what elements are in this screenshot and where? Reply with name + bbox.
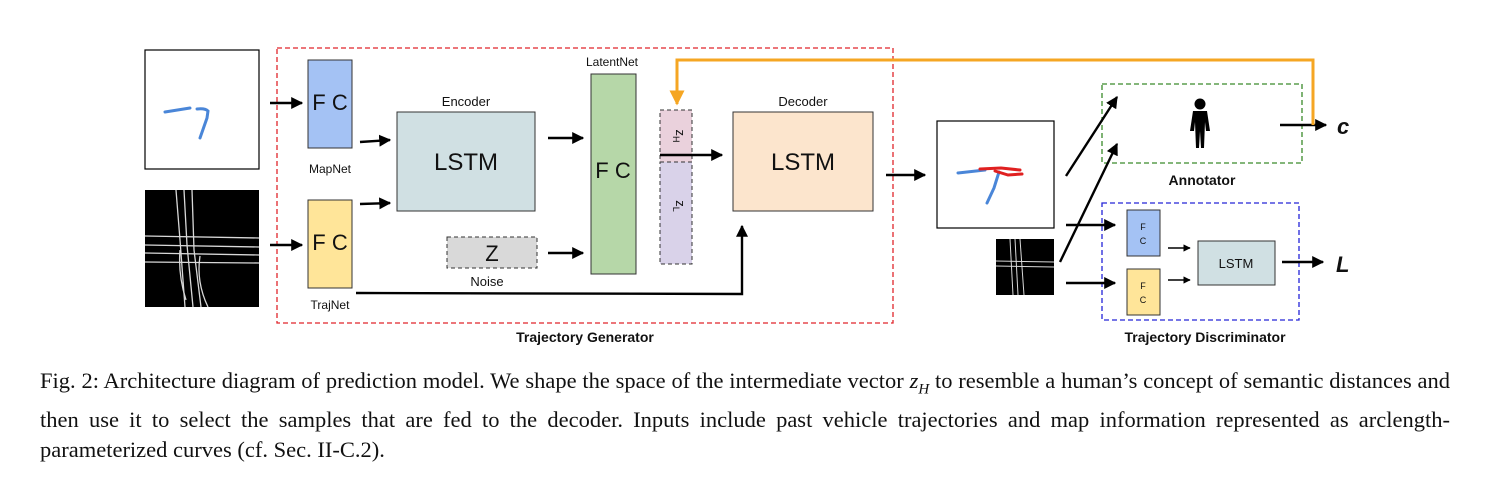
encoder-lstm-block <box>396 111 536 212</box>
caption-suffix: to resemble a human’s concept of semanti… <box>40 368 1451 462</box>
road-raster-input-image <box>144 189 260 308</box>
figure-caption: Fig. 2: Architecture diagram of predicti… <box>40 366 1450 465</box>
caption-variable: zH <box>909 368 930 398</box>
trajectory-discriminator-title: Trajectory Discriminator <box>1124 329 1286 345</box>
discriminator-output-l: L <box>1336 252 1349 277</box>
trajectory-generator-box <box>276 47 894 324</box>
map-input-image <box>144 49 260 170</box>
zh-segment <box>659 109 693 163</box>
trajectory-discriminator-box <box>1101 202 1300 321</box>
encoder-label: Encoder <box>442 94 491 109</box>
mapnet-label: MapNet <box>309 162 352 176</box>
generated-trajectory-image <box>936 120 1055 229</box>
annotator-output-c: c <box>1337 114 1349 139</box>
noise-label: Noise <box>470 274 503 289</box>
zh-label: zH <box>671 130 688 143</box>
encoder-lstm-label: LSTM <box>434 149 498 176</box>
latentnet-fc-block <box>590 73 637 275</box>
trajnet-fc-label: F C <box>312 230 348 255</box>
discriminator-raster-image <box>995 238 1055 296</box>
zl-label: zL <box>671 200 688 212</box>
discriminator-lstm-block <box>1197 240 1276 286</box>
discriminator-fc-bottom-block <box>1126 268 1161 316</box>
trajnet-fc-block <box>307 199 353 289</box>
latentnet-label: LatentNet <box>586 55 639 69</box>
annotator-box <box>1101 83 1303 164</box>
trajnet-label: TrajNet <box>311 298 351 312</box>
person-icon <box>1190 98 1210 148</box>
discriminator-lstm-label: LSTM <box>1219 256 1254 271</box>
mapnet-fc-block <box>307 59 353 149</box>
trajectory-generator-title: Trajectory Generator <box>516 329 654 345</box>
architecture-diagram: Trajectory Generator F C MapNet F C Traj… <box>144 47 1349 345</box>
connection-arrows <box>270 58 1328 296</box>
zl-segment <box>659 161 693 265</box>
decoder-label: Decoder <box>778 94 828 109</box>
discriminator-fc-top-block <box>1126 209 1161 257</box>
noise-block <box>446 236 538 269</box>
decoder-lstm-block <box>732 111 874 212</box>
decoder-lstm-label: LSTM <box>771 149 835 176</box>
annotator-title: Annotator <box>1169 172 1236 188</box>
mapnet-fc-label: F C <box>312 90 348 115</box>
caption-prefix: Fig. 2: Architecture diagram of predicti… <box>40 368 910 393</box>
noise-z-label: Z <box>485 241 498 266</box>
latentnet-fc-label: F C <box>595 158 631 183</box>
